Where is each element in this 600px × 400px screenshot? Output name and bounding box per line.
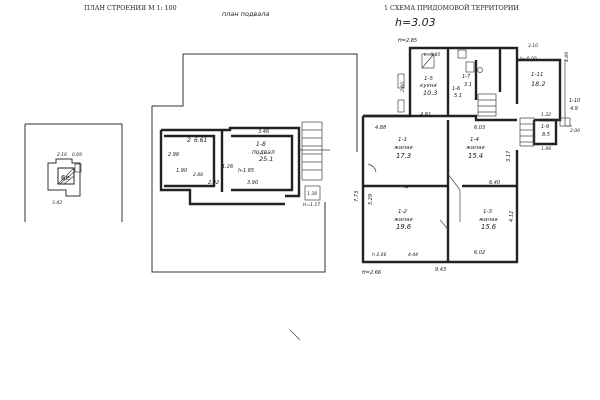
basement-dim: 2.88 <box>193 172 203 178</box>
site-dim: 3.43 <box>52 200 62 206</box>
dim: 3.10 <box>528 43 538 49</box>
room-id: 1-11 <box>531 72 543 78</box>
room-area: 4.9 <box>570 106 578 112</box>
dim: h-2.66 <box>372 252 387 258</box>
room-name: жилая <box>465 145 485 151</box>
dim: 4.88 <box>375 125 386 131</box>
house-plan: Н=2.85 Н=2.66 1-5 кухня 10.3 1-7 3.1 1-6… <box>354 38 580 276</box>
basement-dim: 2.02 <box>208 180 219 186</box>
dim: 5.29 <box>368 194 374 205</box>
basement-dim: 3.46 <box>258 129 269 135</box>
dim: 4.44 <box>408 252 418 258</box>
site-title: 1 СХЕМА ПРИДОМОВОЙ ТЕРРИТОРИИ <box>384 4 519 12</box>
room-id: 1-3 <box>483 209 492 215</box>
room-area: 15.6 <box>481 223 497 231</box>
dim: 2.00 <box>570 128 580 134</box>
dim: 6.03 <box>474 125 485 131</box>
room-id: 1-1 <box>398 137 407 143</box>
room-id: 1-10 <box>569 98 580 104</box>
dim: 9.43 <box>435 267 446 273</box>
basement-room-num: 1-8 <box>256 141 266 148</box>
basement-dim: 1.38 <box>307 191 317 197</box>
dim: 1.98 <box>541 146 551 152</box>
basement-dim: 1.26 <box>222 164 233 170</box>
basement-dim: 2.96 <box>168 152 179 158</box>
dim: 4.81 <box>420 112 431 118</box>
basement-plan: 2 6.61 1-8 подвал 25.1 3.46 2.96 1.90 1.… <box>151 53 358 341</box>
basement-dim: 1.90 <box>176 168 187 174</box>
dim: k=0.85 <box>424 52 441 58</box>
dim: 2.60 <box>400 82 406 92</box>
room-id: 1-6 <box>452 86 460 92</box>
dim: 6.40 <box>489 180 500 186</box>
dim: 3.17 <box>506 150 512 162</box>
basement-dim: 3.90 <box>247 180 258 186</box>
room-name: кухня <box>420 83 437 89</box>
room-area: 18.2 <box>531 80 545 88</box>
height-note: h=3.03 <box>395 16 436 29</box>
dim: 6.02 <box>474 250 485 256</box>
level-mark: Н=2.85 <box>398 38 417 44</box>
site-building-outline <box>47 158 81 197</box>
room-area: 10.3 <box>423 89 437 97</box>
room-name: жилая <box>393 217 413 223</box>
basement-stair <box>301 121 323 181</box>
site-dim: 0.69 <box>72 152 82 158</box>
site-dim: 2.16 <box>57 152 67 158</box>
basement-room-area: 6.61 <box>194 137 207 144</box>
room-area: 8.5 <box>542 132 550 138</box>
basement-dim: Н=1.17 <box>303 202 320 208</box>
room-id: 1-4 <box>470 137 479 143</box>
room-area: 19.6 <box>396 223 412 231</box>
room-area: 5.1 <box>454 93 462 99</box>
room-area: 15.4 <box>468 152 483 160</box>
basement-room-name: подвал <box>252 149 275 156</box>
dim: 7.73 <box>354 191 360 202</box>
room-area: 17.3 <box>396 152 411 160</box>
basement-dim: h-1.85 <box>238 168 254 174</box>
dim: 4.12 <box>509 211 515 222</box>
level-mark: Н=2.66 <box>362 270 381 276</box>
plan-title: ПЛАН СТРОЕНИЯ М 1: 100 <box>84 5 177 12</box>
room-labels: 1-5 кухня 10.3 1-7 3.1 1-6 5.1 1-11 18.2… <box>393 72 580 231</box>
basement-room-area: 25.1 <box>259 155 273 163</box>
room-id: 1-2 <box>398 209 407 215</box>
dim: h=0.00 <box>520 56 537 62</box>
room-id: 1-5 <box>424 76 433 82</box>
room-id: 1-7 <box>462 74 471 80</box>
room-name: жилая <box>478 217 498 223</box>
house-dimensions: 4.88 4.81 6.03 7.73 9.43 3.17 5.29 4.12 … <box>354 43 580 273</box>
site-building-label: 6е <box>61 174 70 182</box>
site-plan: 6е 2.16 0.69 3.43 <box>24 123 123 222</box>
room-name: жилая <box>393 145 413 151</box>
basement-title: план подвала <box>222 10 269 18</box>
dim: 4.89 <box>564 52 570 62</box>
basement-room-num: 2 <box>187 137 191 144</box>
room-id: 1-9 <box>541 124 549 130</box>
room-area: 3.1 <box>464 82 472 88</box>
dim: 1.32 <box>541 112 551 118</box>
